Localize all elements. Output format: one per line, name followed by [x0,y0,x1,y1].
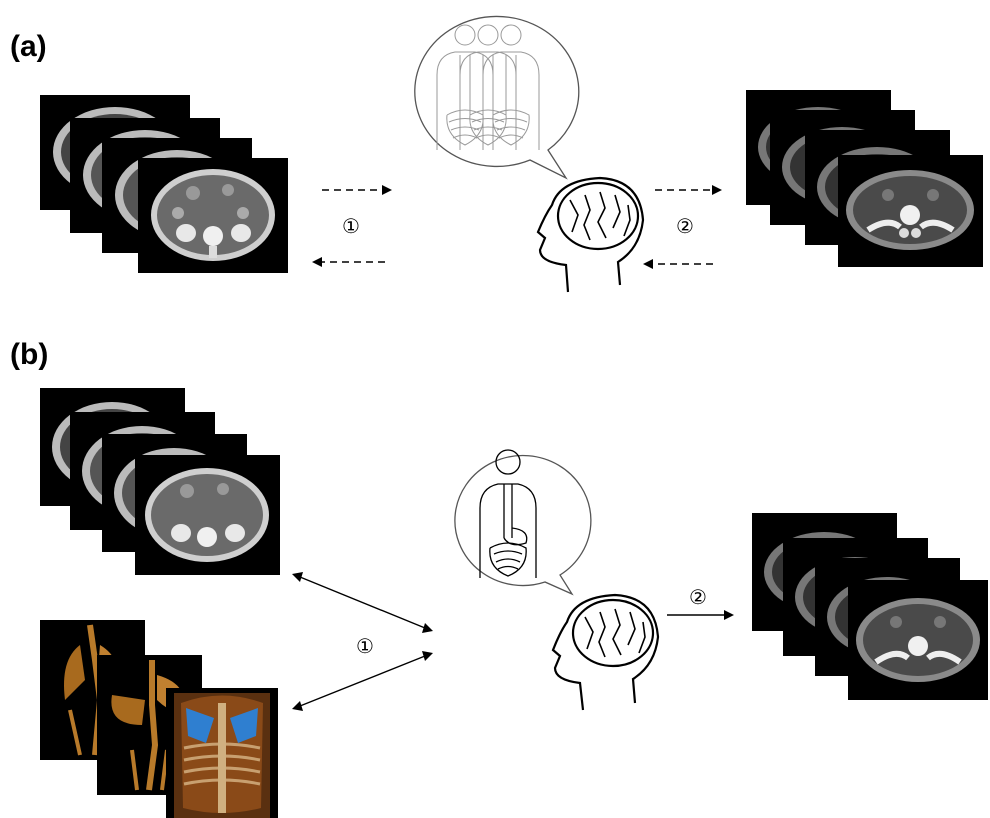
double-arrow-upper [300,577,425,628]
head-brain-icon-a [538,178,643,292]
thought-bubble-b [455,456,591,594]
step-1-label-b: ① [356,634,374,658]
step-2-label-a: ② [676,214,694,238]
ct-slice-front [848,580,988,700]
head-brain-icon-b [553,595,658,710]
double-arrow-lower [300,656,425,706]
step-1-label-a: ① [342,214,360,238]
step-2-label-b: ② [689,585,707,609]
